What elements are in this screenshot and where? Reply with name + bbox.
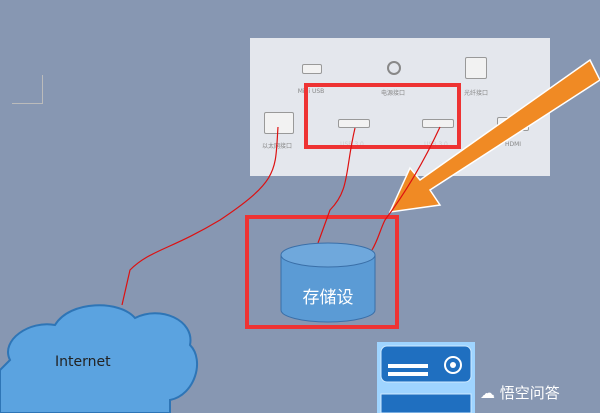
router-icon — [377, 342, 475, 413]
usb-port-icon — [422, 119, 454, 128]
wires — [121, 126, 441, 306]
watermark-logo-icon: ☁ — [480, 384, 500, 402]
usb-port-icon — [338, 119, 370, 128]
corner-mark — [12, 75, 43, 104]
power-port-icon — [387, 61, 401, 75]
ethernet-port-icon — [264, 112, 294, 134]
watermark: ☁ 悟空问答 — [480, 382, 560, 403]
port-label: Mini USB — [297, 88, 325, 95]
internet-cloud-icon — [0, 304, 199, 413]
storage-label: 存储设 — [302, 288, 354, 308]
optical-port-icon — [465, 57, 487, 79]
usb-highlight-box — [304, 83, 461, 149]
orange-arrow-icon — [388, 58, 600, 213]
port-label: USB 3.0 — [424, 141, 448, 148]
storage-disk-icon — [280, 242, 376, 323]
watermark-text: 悟空问答 — [499, 384, 560, 402]
storage-highlight-box — [245, 215, 399, 329]
port-label: HDMI — [504, 141, 522, 148]
mini-usb-port-icon — [302, 64, 322, 74]
port-label: 光纤接口 — [463, 90, 488, 97]
port-label: 电源接口 — [380, 90, 405, 97]
internet-label: Internet — [55, 354, 111, 370]
